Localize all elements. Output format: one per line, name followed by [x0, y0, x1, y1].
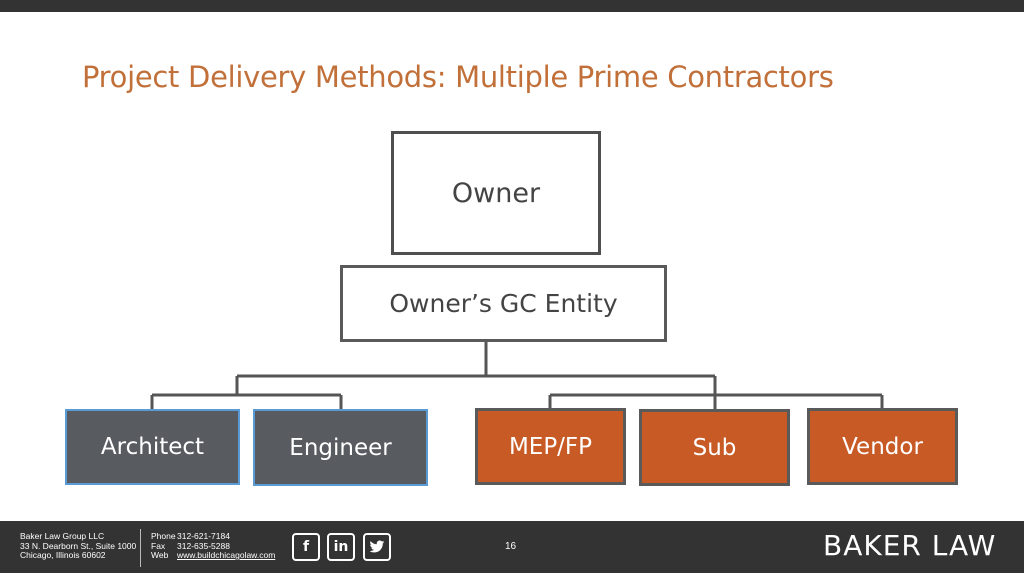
mep-fp-box: MEP/FP	[475, 408, 626, 485]
fax-number: 312-635-5288	[177, 540, 230, 551]
page-number: 16	[505, 541, 517, 552]
address-line-2: Chicago, Illinois 60602	[20, 550, 106, 560]
twitter-bird-glyph	[369, 540, 385, 553]
top-bar	[0, 0, 1024, 12]
facebook-icon[interactable]: f	[292, 533, 320, 561]
engineer-box: Engineer	[253, 409, 428, 486]
company-name: Baker Law Group LLC	[20, 531, 105, 541]
linkedin-icon[interactable]: in	[327, 533, 355, 561]
footer-address: Baker Law Group LLC 33 N. Dearborn St., …	[20, 531, 137, 561]
footer-bar	[0, 521, 1024, 573]
baker-law-logo: BAKER LAW	[823, 529, 997, 562]
fax-label: Fax	[151, 540, 166, 551]
footer-divider	[140, 529, 141, 567]
slide-title: Project Delivery Methods: Multiple Prime…	[82, 60, 834, 94]
phone-number: 312-621-7184	[177, 531, 230, 541]
phone-label: Phone	[151, 531, 176, 541]
vendor-box: Vendor	[807, 408, 958, 485]
architect-box: Architect	[65, 409, 240, 485]
web-label: Web	[151, 550, 169, 560]
sub-box: Sub	[639, 409, 790, 486]
address-line-1: 33 N. Dearborn St., Suite 1000	[20, 540, 137, 551]
twitter-icon[interactable]	[363, 533, 391, 561]
website-link[interactable]: www.buildchicagolaw.com	[177, 550, 276, 560]
gc-entity-box: Owner’s GC Entity	[340, 265, 667, 342]
owner-box: Owner	[391, 131, 601, 255]
